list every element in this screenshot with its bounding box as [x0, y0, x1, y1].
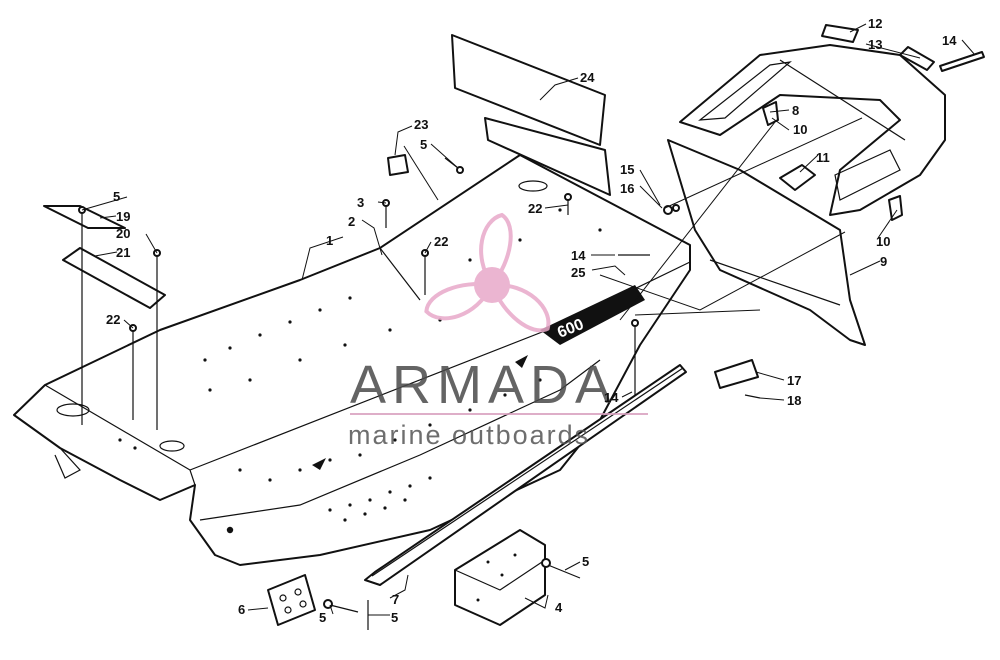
callout-14-top: 14 [942, 33, 957, 48]
callout-20: 20 [116, 226, 130, 241]
bracket-part-17 [714, 359, 759, 389]
armada-watermark: ARMADA marine outboards [348, 212, 648, 450]
callout-19: 19 [116, 209, 130, 224]
callout-18: 18 [787, 393, 801, 408]
callout-10-top: 10 [793, 122, 807, 137]
callout-15: 15 [620, 162, 634, 177]
callout-22-mid: 22 [434, 234, 448, 249]
callout-6: 6 [238, 602, 245, 617]
snow-flap-part-24 [451, 34, 611, 196]
tunnel-part [13, 154, 691, 566]
clip-part-10b [888, 195, 903, 221]
callout-7: 7 [392, 592, 399, 607]
callout-9: 9 [880, 254, 887, 269]
callout-5-bottom-right: 5 [582, 554, 589, 569]
callout-24: 24 [580, 70, 595, 85]
callout-14-bottom: 14 [604, 390, 619, 405]
bracket-part-21 [62, 247, 166, 309]
callout-8: 8 [792, 103, 799, 118]
callout-3: 3 [357, 195, 364, 210]
callout-23: 23 [414, 117, 428, 132]
callout-4: 4 [555, 600, 563, 615]
running-board-trim [364, 364, 687, 586]
propeller-logo [424, 212, 551, 333]
rivet-holes [118, 208, 602, 534]
callout-5-left: 5 [113, 189, 120, 204]
callout-5-bottom-left: 5 [319, 610, 326, 625]
watermark-title: ARMADA [350, 355, 617, 415]
reflector-part-12 [821, 24, 859, 43]
callout-5-bottom-mid: 5 [391, 610, 398, 625]
callout-25: 25 [571, 265, 585, 280]
bolt-part-14-top [939, 51, 985, 72]
callout-1: 1 [326, 233, 333, 248]
reflector-part-13 [899, 46, 935, 71]
callout-22-left: 22 [106, 312, 120, 327]
callout-14-mid: 14 [571, 248, 586, 263]
callout-labels: 1 2 3 4 5 5 5 5 5 6 7 8 9 10 10 11 12 13… [106, 16, 957, 625]
callout-13: 13 [868, 37, 882, 52]
callout-11: 11 [816, 150, 830, 165]
callout-5-top: 5 [420, 137, 427, 152]
nut-part-11 [779, 164, 816, 191]
rear-panel-part-9 [667, 139, 866, 346]
bracket-part-4 [454, 529, 546, 626]
callout-21: 21 [116, 245, 130, 260]
plate-part-6 [267, 574, 316, 626]
callout-17: 17 [787, 373, 801, 388]
watermark-subtitle: marine outboards [348, 420, 590, 450]
callout-10-bottom: 10 [876, 234, 890, 249]
leader-lines [81, 23, 976, 616]
strap-part-19 [43, 205, 126, 229]
callout-22-top: 22 [528, 201, 542, 216]
decal-part-23 [387, 154, 409, 176]
callout-12: 12 [868, 16, 882, 31]
callout-16: 16 [620, 181, 634, 196]
rear-bumper-part-8 [679, 44, 946, 216]
callout-2: 2 [348, 214, 355, 229]
